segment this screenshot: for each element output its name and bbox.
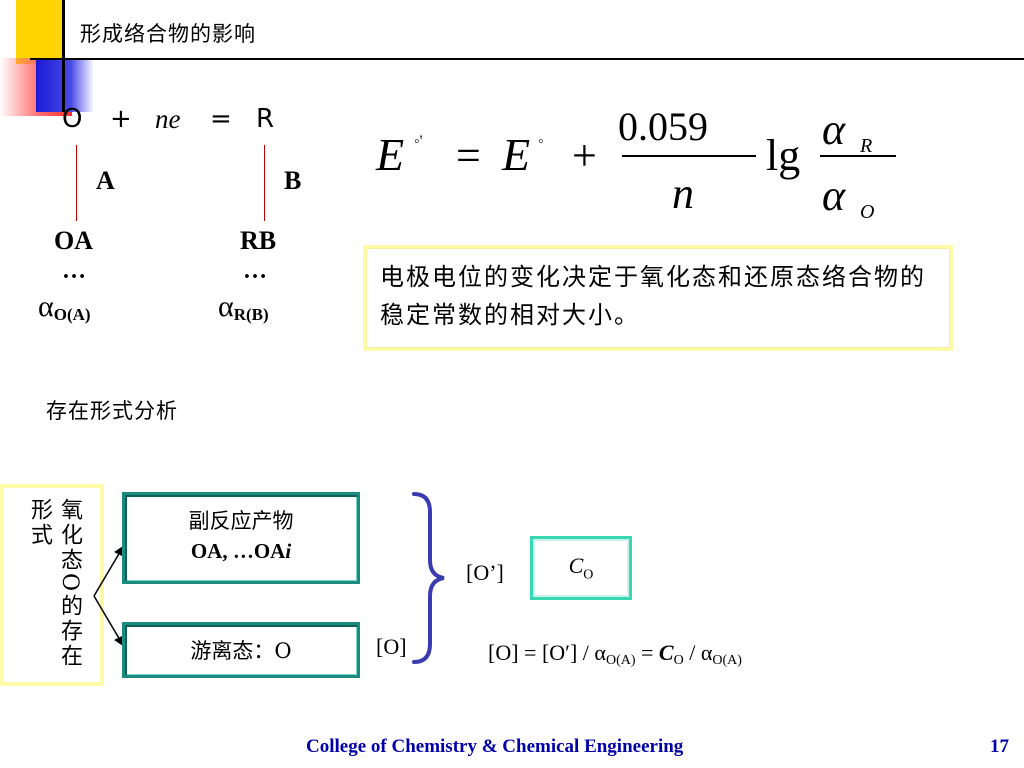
eq-lhs-e: E <box>375 129 404 180</box>
oxidized-forms-label: 氧化态O的存在形式 <box>27 498 82 670</box>
decoration-yellow-block <box>16 0 64 64</box>
formula-csub: O <box>673 653 684 668</box>
side-reaction-index: i <box>285 539 292 563</box>
formula-part3: / α <box>683 640 713 665</box>
ligand-b: B <box>284 166 302 195</box>
formula-sub2: O(A) <box>712 653 742 668</box>
alpha-r-b-subscript: R(B) <box>233 305 269 324</box>
formula-c: C <box>658 640 674 665</box>
eq-alpha-r-sub: R <box>859 135 872 157</box>
oxidized-connector-line <box>76 145 77 221</box>
eq-alpha-r: α <box>822 105 846 154</box>
eq-lhs-prime: ◦' <box>414 133 423 150</box>
complex-oa: OA <box>54 226 93 255</box>
eq-numerator: 0.059 <box>618 104 708 149</box>
eq-equals: = <box>456 131 481 180</box>
side-reaction-box: 副反应产物 OA, …OAi <box>122 492 360 584</box>
slide-title: 形成络合物的影响 <box>80 22 256 46</box>
equals-sign: = <box>210 104 232 134</box>
ligand-a: A <box>96 166 115 195</box>
electron-count: ne <box>155 104 181 134</box>
eq-plus: + <box>572 131 597 180</box>
decoration-blue-block <box>36 60 94 112</box>
conclusion-text: 电极电位的变化决定于氧化态和还原态络合物的稳定常数的相对大小。 <box>380 263 926 329</box>
alpha-r-b: αR(B) <box>218 290 269 324</box>
o-prime-label: [O’] <box>466 560 504 585</box>
co-c: C <box>568 553 584 578</box>
free-state-box: 游离态：O <box>122 622 360 678</box>
page-number: 17 <box>990 736 1009 757</box>
formula-sub1: O(A) <box>605 653 636 668</box>
eq-rhs-e: E <box>501 129 530 180</box>
reduced-species: R <box>256 104 275 134</box>
side-reaction-products-text: OA, …OA <box>190 539 286 563</box>
oxidized-species: O <box>62 104 83 134</box>
free-state-text: 游离态：O <box>190 639 292 663</box>
total-concentration-symbol: CO <box>533 553 629 583</box>
alpha-o-a-subscript: O(A) <box>53 305 91 324</box>
eq-rhs-degree: ◦ <box>538 133 544 150</box>
o-free-label: [O] <box>376 634 407 659</box>
formula-part1: [O] = [O′] / α <box>488 640 606 665</box>
decoration-vertical-line <box>62 0 65 112</box>
eq-alpha-o-sub: O <box>860 201 874 223</box>
plus-sign: + <box>110 104 132 134</box>
eq-denominator: n <box>672 169 694 218</box>
alpha-o-a: αO(A) <box>38 290 91 324</box>
title-underline <box>30 58 1024 60</box>
eq-alpha-o: α <box>822 171 846 220</box>
oa-ellipsis: … <box>62 258 86 284</box>
reduced-connector-line <box>264 145 265 221</box>
footer-text: College of Chemistry & Chemical Engineer… <box>306 736 684 757</box>
eq-lg: lg <box>766 131 800 180</box>
concentration-relation: [O] = [O′] / αO(A) = CO / αO(A) <box>488 640 742 669</box>
side-reaction-title: 副反应产物 <box>188 509 294 533</box>
conditional-potential-equation: E ◦' = E ◦ + 0.059 n lg α R α O <box>375 104 896 223</box>
co-sub: O <box>583 567 594 583</box>
conclusion-box <box>363 245 953 351</box>
grouping-brace <box>412 492 445 664</box>
side-reaction-products: OA, …OAi <box>125 539 357 564</box>
complex-rb: RB <box>240 226 277 255</box>
analysis-heading: 存在形式分析 <box>46 399 178 423</box>
rb-ellipsis: … <box>243 258 267 284</box>
formula-part2: = <box>635 640 659 665</box>
total-concentration-box: CO <box>530 536 632 600</box>
branch-arrows <box>93 546 123 646</box>
oxidized-forms-label-box: 氧化态O的存在形式 <box>0 484 104 686</box>
